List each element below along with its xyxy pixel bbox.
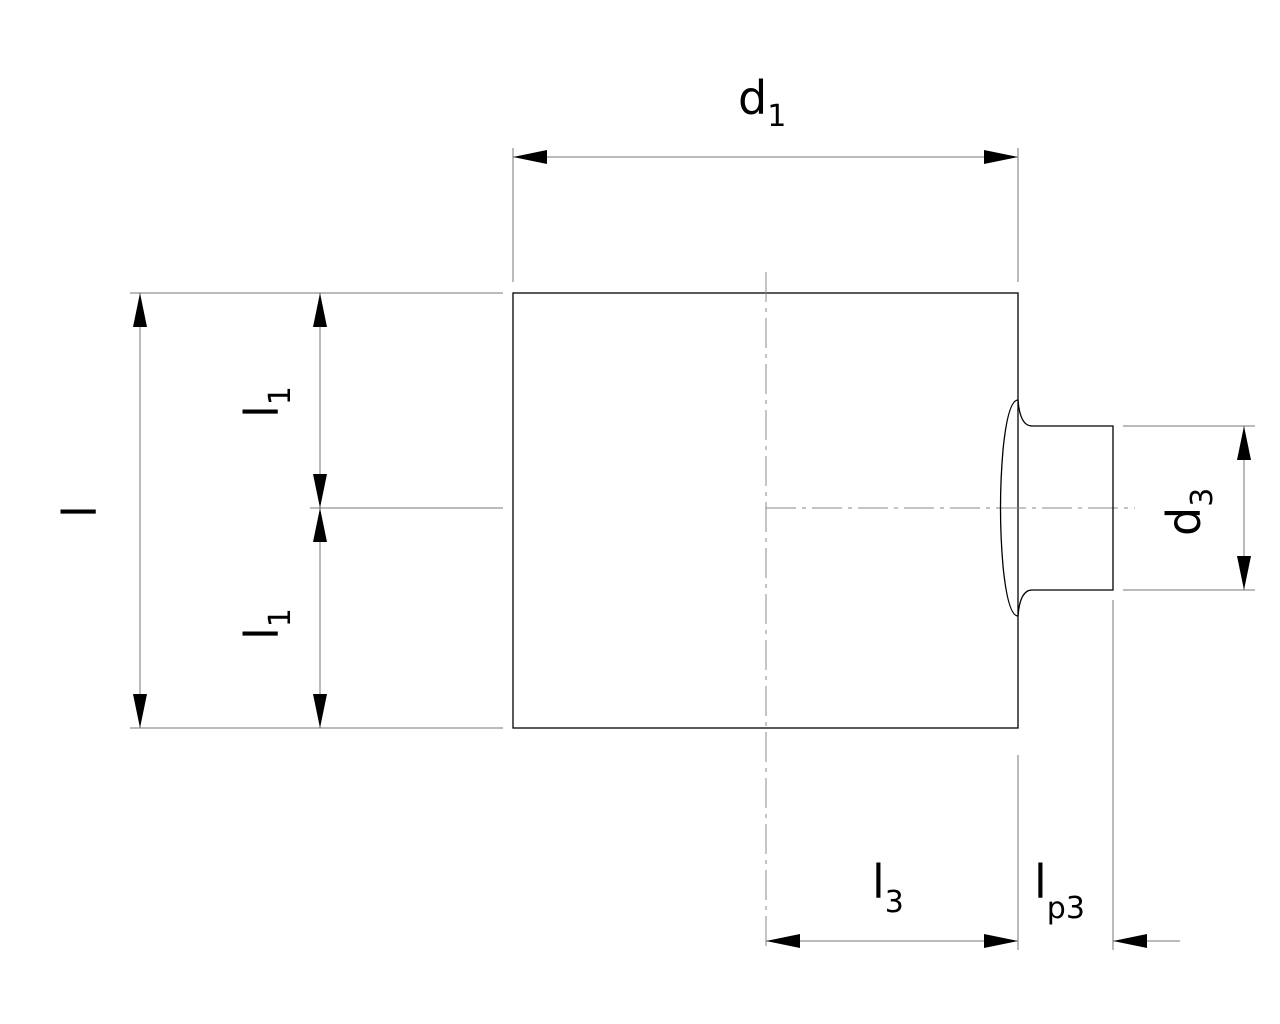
label-lp3-main: l [1034, 855, 1047, 909]
label-l1-lower-main: l [235, 627, 289, 640]
pin-fillet-outline [999, 399, 1019, 617]
label-l1-lower: l1 [235, 608, 298, 640]
label-lp3-sub: p3 [1047, 891, 1085, 926]
label-l-total-main: l [53, 505, 107, 518]
label-l1-upper: l1 [235, 386, 298, 418]
label-d3-sub: 3 [1185, 488, 1220, 507]
label-l-total: l [53, 505, 107, 518]
label-l3-main: l [872, 855, 885, 909]
label-l3-sub: 3 [885, 885, 904, 920]
label-d1-sub: 1 [767, 99, 786, 134]
label-d1: d1 [738, 71, 786, 134]
label-l1-upper-sub: 1 [263, 386, 298, 405]
label-l1-upper-main: l [235, 405, 289, 418]
label-d1-main: d [738, 71, 767, 125]
label-l1-lower-sub: 1 [263, 608, 298, 627]
label-l3: l3 [872, 855, 904, 920]
pin-outline [1017, 399, 1114, 617]
label-lp3: lp3 [1034, 855, 1085, 926]
label-d3-main: d [1157, 507, 1211, 536]
label-d3: d3 [1157, 488, 1220, 536]
